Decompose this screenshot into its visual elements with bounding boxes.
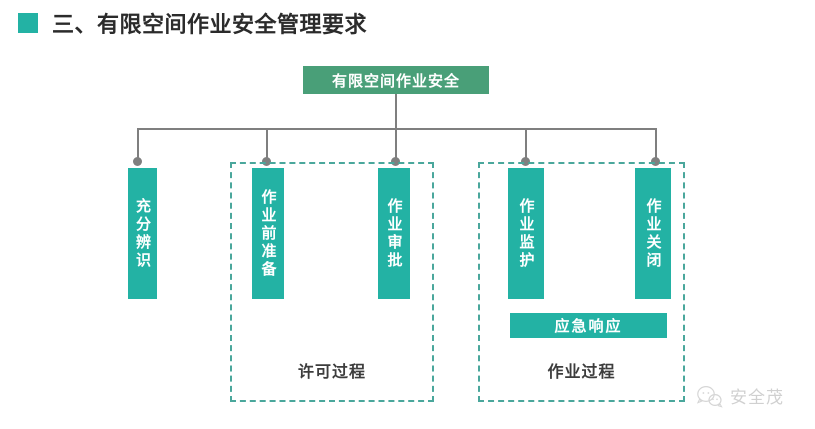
header-bullet-icon — [18, 12, 38, 33]
node-label-work-approval: 作业审批 — [385, 197, 403, 270]
connector-dot-3 — [391, 157, 400, 166]
node-label-pre-work-preparation: 作业前准备 — [259, 188, 277, 279]
emergency-response-bar: 应急响应 — [510, 313, 667, 338]
connector-drop-2 — [266, 128, 268, 161]
group-operation-process — [478, 162, 685, 402]
connector-drop-1 — [137, 128, 139, 161]
root-node-box: 有限空间作业安全 — [303, 66, 489, 94]
group-operation-process-label: 作业过程 — [547, 364, 616, 381]
connector-dot-5 — [651, 157, 660, 166]
node-label-work-supervision: 作业监护 — [517, 197, 535, 270]
emergency-response-label: 应急响应 — [554, 318, 623, 335]
page-header: 三、有限空间作业安全管理要求 — [0, 0, 815, 45]
group-permit-process-label: 许可过程 — [297, 364, 366, 381]
group-permit-process — [230, 162, 434, 402]
watermark-text: 安全茂 — [730, 388, 784, 407]
node-box-work-supervision: 作业监护 — [508, 168, 544, 299]
node-box-sufficient-identification: 充分辨识 — [128, 168, 157, 299]
watermark: 安全茂 — [696, 383, 784, 408]
connector-drop-4 — [525, 128, 527, 161]
connector-dot-2 — [262, 157, 271, 166]
wechat-face-logo-icon — [696, 384, 723, 408]
connector-trunk — [395, 94, 397, 128]
page-title: 三、有限空间作业安全管理要求 — [52, 11, 368, 37]
connector-drop-5 — [655, 128, 657, 161]
connector-dot-4 — [521, 157, 530, 166]
node-box-pre-work-preparation: 作业前准备 — [252, 168, 284, 299]
node-box-work-approval: 作业审批 — [378, 168, 410, 299]
node-box-work-closure: 作业关闭 — [635, 168, 671, 299]
connector-drop-3 — [395, 128, 397, 161]
node-label-work-closure: 作业关闭 — [644, 197, 662, 270]
root-node-label: 有限空间作业安全 — [331, 72, 460, 90]
connector-dot-1 — [133, 157, 142, 166]
node-label-sufficient-identification: 充分辨识 — [134, 197, 151, 270]
